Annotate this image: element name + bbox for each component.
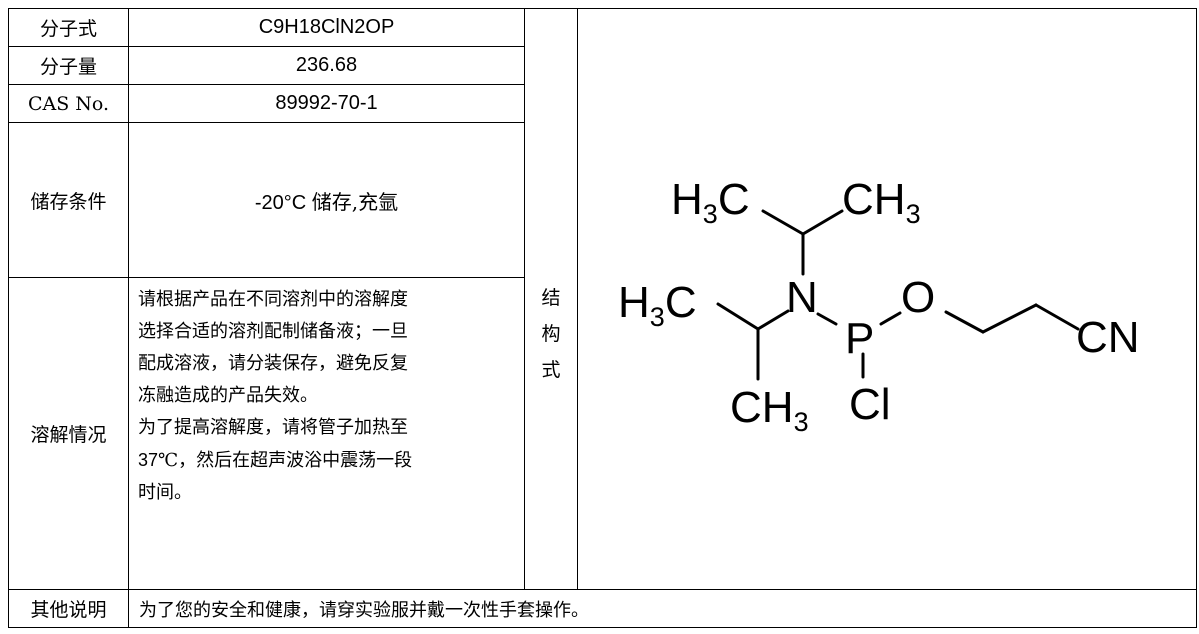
- bond: [756, 309, 790, 331]
- bond: [761, 209, 805, 236]
- other-value: 为了您的安全和健康，请穿实验服并戴一次性手套操作。: [128, 589, 1197, 628]
- other-label: 其他说明: [8, 589, 129, 628]
- solubility-line-rest: ℃，然后在超声波浴中震荡一段: [158, 450, 413, 472]
- storage-label: 储存条件: [8, 122, 129, 279]
- solubility-line: 请根据产品在不同溶剂中的溶解度: [138, 289, 408, 311]
- solubility-line: 为了提高溶解度，请将管子加热至: [138, 417, 408, 439]
- row-formula: 分子式 C9H18ClN2OP 结 构 式: [8, 7, 1197, 590]
- storage-temp: -20°C: [254, 191, 312, 214]
- mw-value: 236.68: [128, 46, 525, 86]
- solubility-line: 选择合适的溶剂配制储备液；一旦: [138, 321, 408, 343]
- atom-o: O: [901, 273, 935, 322]
- row-other: 其他说明 为了您的安全和健康，请穿实验服并戴一次性手套操作。: [8, 589, 1197, 628]
- formula-label: 分子式: [8, 7, 129, 48]
- bond: [879, 311, 902, 326]
- bond: [1034, 303, 1080, 331]
- atom-cn: CN: [1076, 313, 1140, 362]
- solubility-line: 冻融造成的产品失效。: [138, 385, 318, 407]
- structure-label: 结 构 式: [524, 8, 578, 590]
- atom-h3c-left: H3C: [618, 278, 697, 332]
- bond: [944, 310, 985, 334]
- storage-condition: 储存,充氩: [311, 189, 399, 214]
- structure-cell: H3C CH3 H3C N P O CN CH3 Cl: [577, 8, 1197, 590]
- solubility-label: 溶解情况: [8, 277, 129, 590]
- structure-diagram: H3C CH3 H3C N P O CN CH3 Cl: [618, 175, 1140, 437]
- storage-value: -20°C 储存,充氩: [128, 122, 525, 279]
- mw-label: 分子量: [8, 46, 129, 86]
- structure-label-char: 结: [541, 287, 561, 309]
- atom-ch3-bottom: CH3: [730, 383, 809, 437]
- structure-label-char: 构: [541, 323, 561, 345]
- bond: [716, 302, 760, 331]
- atom-n: N: [786, 273, 818, 322]
- product-spec-table: 分子式 C9H18ClN2OP 结 构 式: [8, 7, 1197, 628]
- atom-cl: Cl: [849, 380, 891, 429]
- cas-value: 89992-70-1: [128, 84, 525, 124]
- formula-value: C9H18ClN2OP: [128, 7, 525, 48]
- structure-label-char: 式: [541, 359, 561, 381]
- temperature-value: 37: [138, 450, 159, 471]
- solubility-line: 时间。: [138, 482, 192, 504]
- solubility-line: 配成溶液，请分装保存，避免反复: [138, 353, 408, 375]
- bond: [801, 209, 844, 236]
- row-mw: 分子量 236.68: [8, 46, 1197, 86]
- atom-p: P: [845, 314, 874, 363]
- bond: [816, 312, 838, 326]
- solubility-text: 请根据产品在不同溶剂中的溶解度 选择合适的溶剂配制储备液；一旦 配成溶液，请分装…: [128, 277, 525, 590]
- solubility-line: 37℃，然后在超声波浴中震荡一段: [138, 444, 518, 477]
- cas-label: CAS No.: [8, 84, 129, 124]
- atom-ch3-top: CH3: [842, 175, 921, 229]
- row-storage: 储存条件 -20°C 储存,充氩: [8, 122, 1197, 279]
- bond: [981, 303, 1038, 334]
- row-solubility: 溶解情况 请根据产品在不同溶剂中的溶解度 选择合适的溶剂配制储备液；一旦 配成溶…: [8, 277, 1197, 590]
- atom-h3c-top: H3C: [671, 175, 750, 229]
